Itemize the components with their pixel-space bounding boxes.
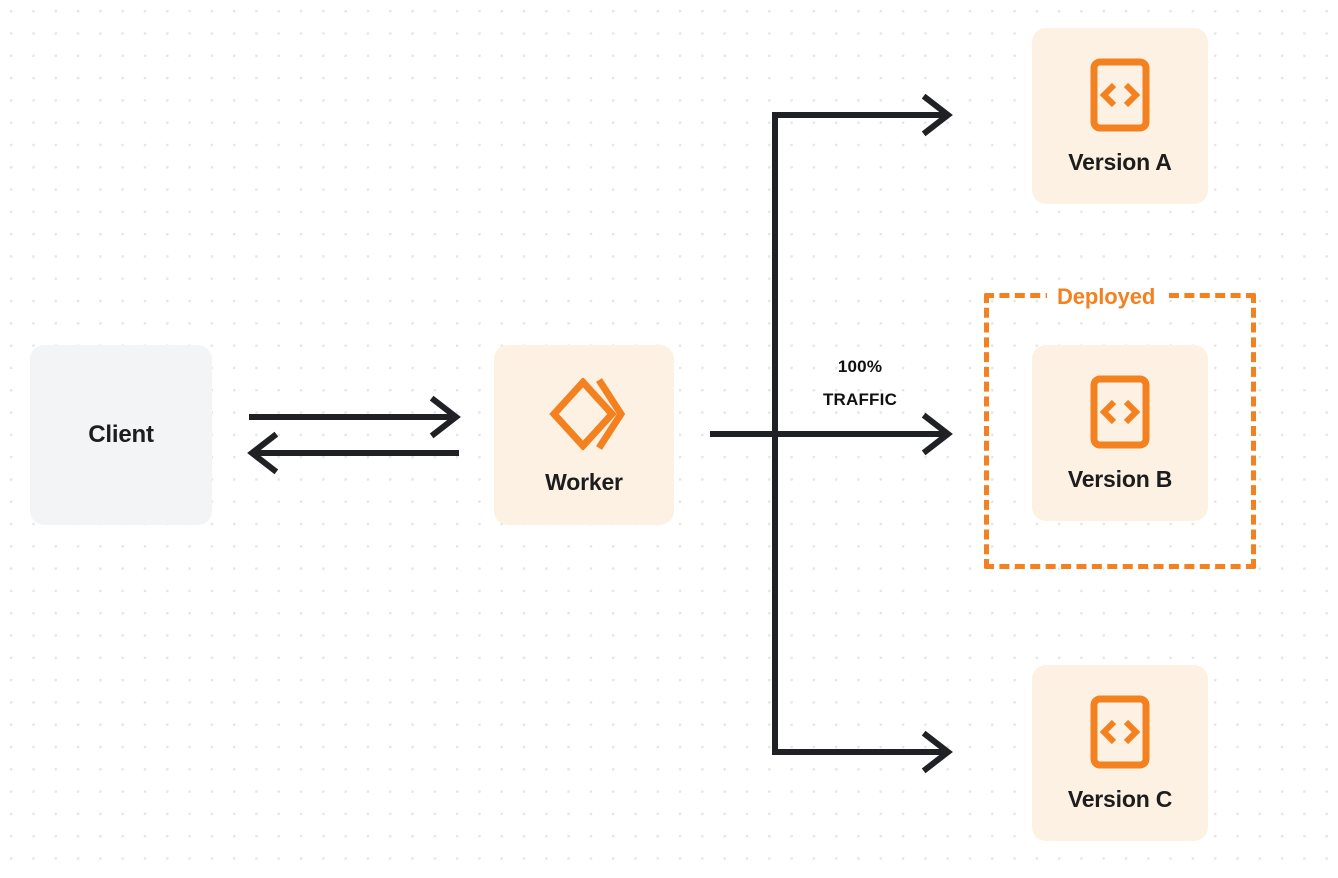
- traffic-percent: 100%: [837, 357, 883, 376]
- code-file-icon: [1089, 694, 1151, 770]
- node-worker-label: Worker: [545, 468, 623, 495]
- node-client[interactable]: Client: [30, 345, 212, 525]
- node-version-b-label: Version B: [1067, 465, 1173, 492]
- code-file-icon: [1089, 374, 1151, 450]
- deployed-badge: Deployed: [1047, 284, 1166, 310]
- arrow-client-to-worker: [249, 395, 461, 439]
- arrow-to-version-a: [772, 93, 953, 137]
- node-worker[interactable]: Worker: [494, 345, 674, 525]
- node-client-label: Client: [88, 421, 154, 448]
- traffic-label: 100% TRAFFIC: [795, 350, 925, 416]
- node-version-b[interactable]: Version B: [1032, 345, 1208, 521]
- arrow-to-version-b: [710, 412, 953, 456]
- node-version-c-label: Version C: [1067, 785, 1173, 812]
- node-version-a-label: Version A: [1068, 148, 1172, 175]
- code-file-icon: [1089, 57, 1151, 133]
- node-version-a[interactable]: Version A: [1032, 28, 1208, 204]
- arrow-to-version-c: [772, 730, 953, 774]
- traffic-word: TRAFFIC: [822, 390, 898, 410]
- node-version-c[interactable]: Version C: [1032, 665, 1208, 841]
- arrow-worker-to-client: [247, 431, 459, 475]
- cloudflare-workers-icon: [542, 375, 626, 453]
